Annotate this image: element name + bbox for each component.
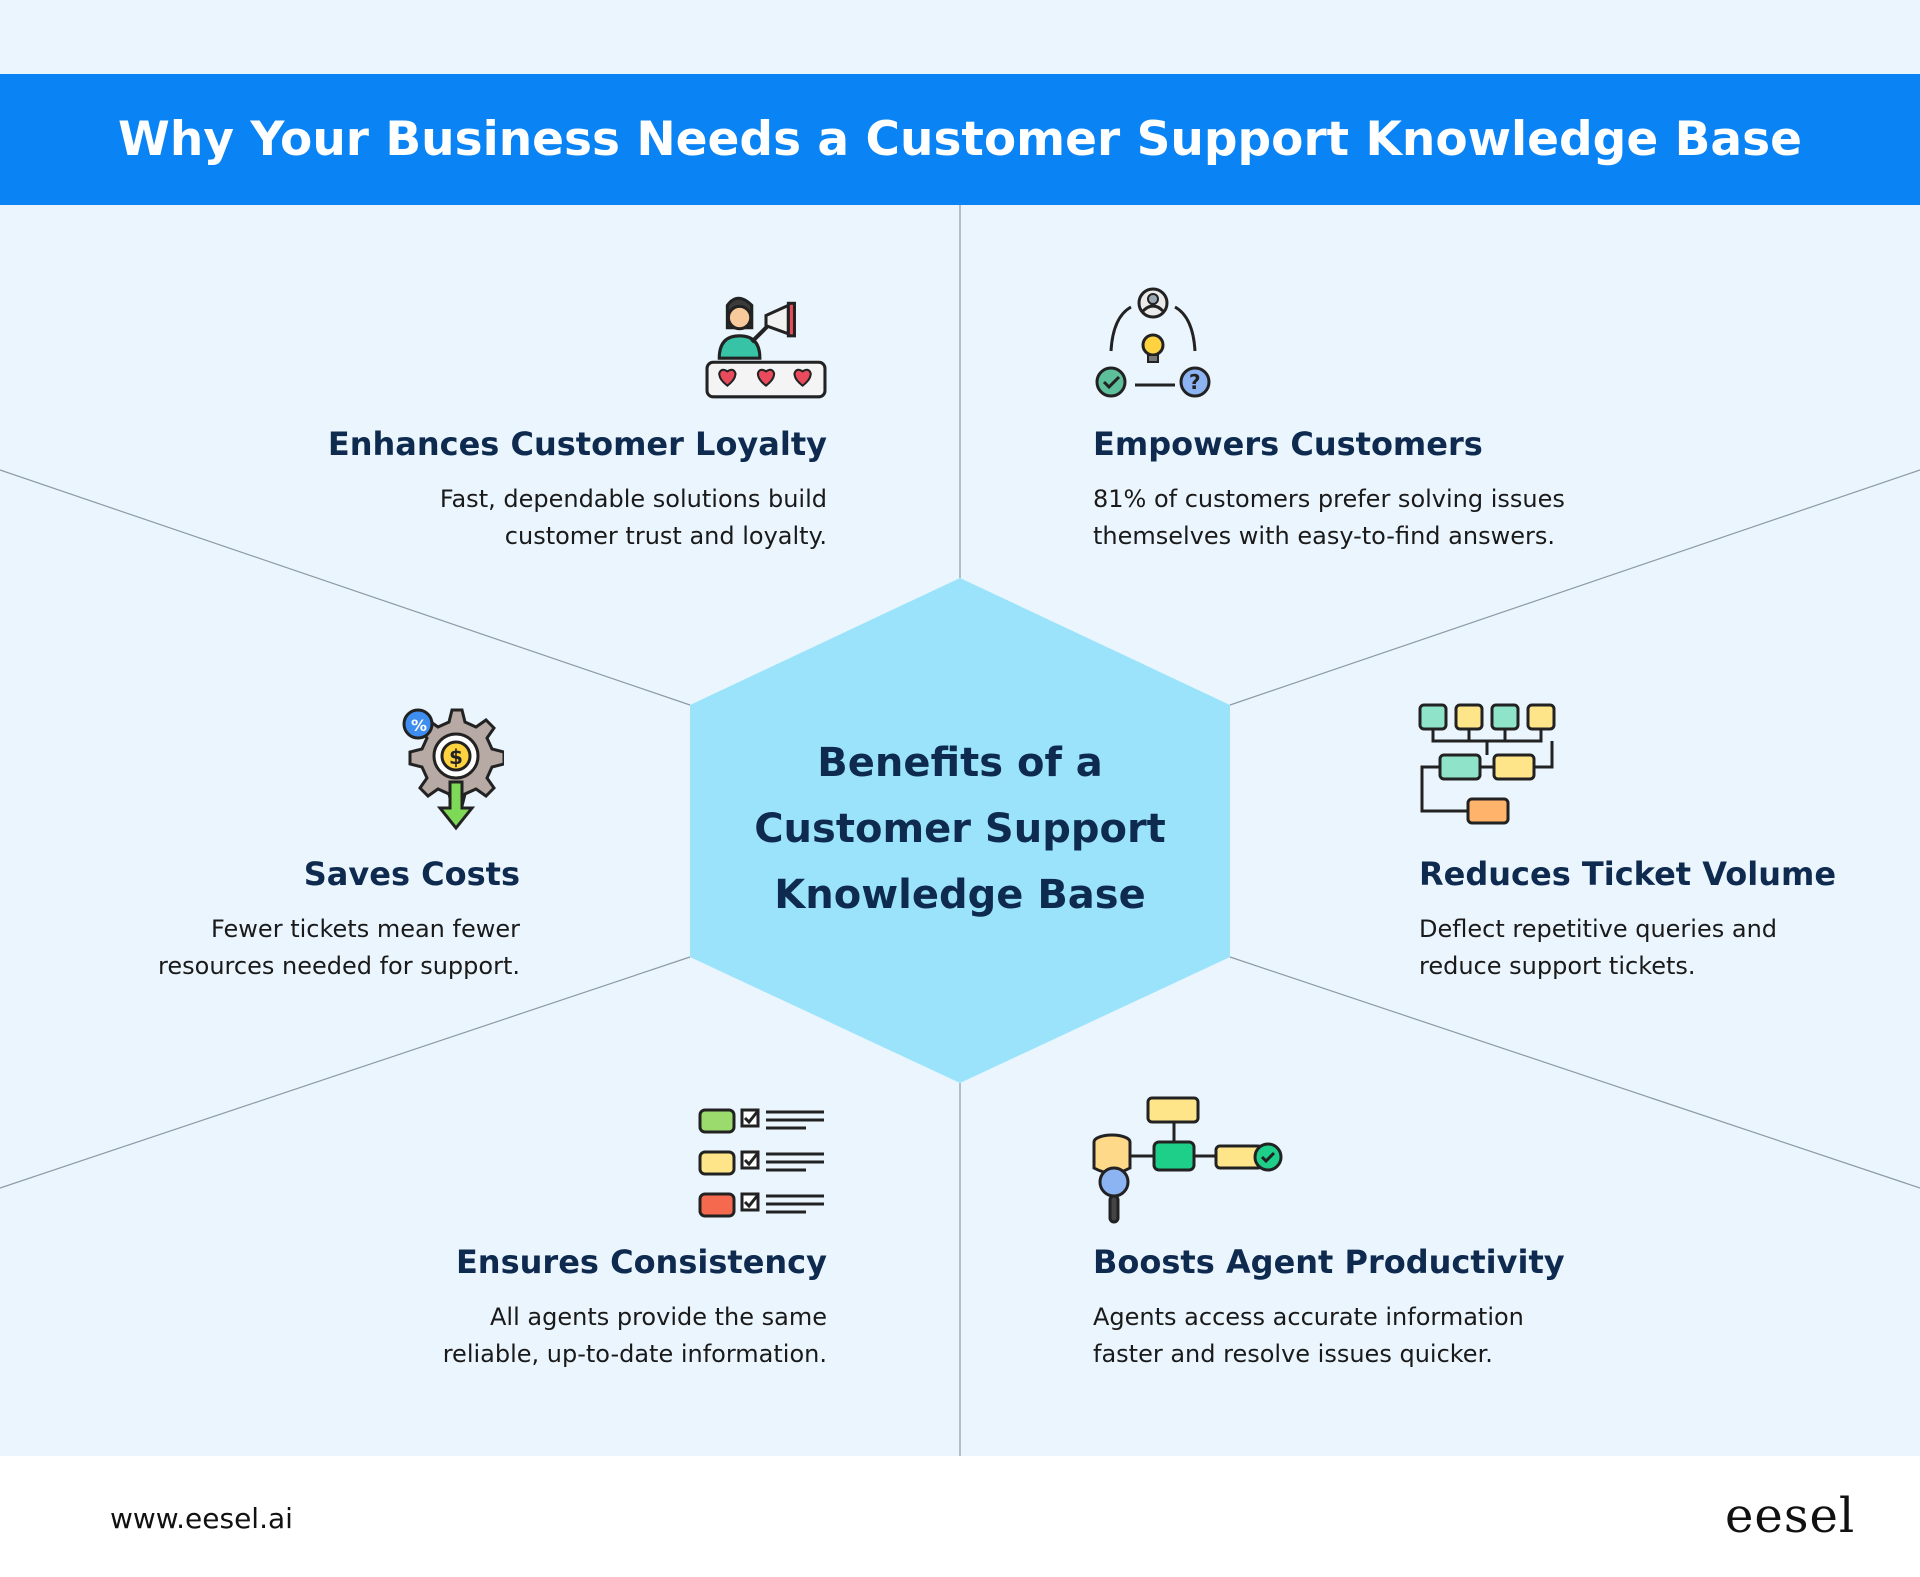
benefit-line: faster and resolve issues quicker. [1093, 1340, 1493, 1368]
benefit-title: Enhances Customer Loyalty [327, 425, 827, 463]
benefit-title: Saves Costs [303, 855, 520, 893]
benefit-description: 81% of customers prefer solving issues th… [1093, 481, 1613, 555]
database-bot-flow-icon [1092, 1096, 1283, 1224]
benefit-description: Fewer tickets mean fewer resources needed… [0, 911, 520, 985]
center-hexagon [690, 578, 1230, 1083]
divider-line-upper-right [1229, 469, 1920, 706]
svg-text:?: ? [1189, 370, 1201, 394]
benefit-reduces-ticket-volume: Reduces Ticket Volume Deflect repetitive… [1419, 855, 1920, 985]
checklist-bots-icon [698, 1108, 824, 1218]
benefit-description: Fast, dependable solutions build customer… [307, 481, 827, 555]
benefit-saves-costs: Saves Costs Fewer tickets mean fewer reso… [0, 855, 520, 985]
benefit-ensures-consistency: Ensures Consistency All agents provide t… [307, 1243, 827, 1373]
benefit-line: reliable, up-to-date information. [442, 1340, 827, 1368]
ticket-flow-icon [1418, 703, 1556, 825]
divider-line-upper-left [0, 469, 691, 706]
divider-line-lower-left [0, 956, 691, 1189]
benefit-line: All agents provide the same [490, 1303, 827, 1331]
benefit-description: Agents access accurate information faster… [1093, 1299, 1613, 1373]
benefit-title: Ensures Consistency [455, 1243, 827, 1281]
svg-text:$: $ [449, 745, 463, 769]
benefit-description: All agents provide the same reliable, up-… [307, 1299, 827, 1373]
divider-line-lower-right [1229, 956, 1920, 1189]
benefit-line: Fewer tickets mean fewer [211, 915, 520, 943]
center-line-2: Customer Support [754, 806, 1166, 852]
svg-text:%: % [411, 716, 427, 735]
benefit-line: Deflect repetitive queries and [1419, 915, 1778, 943]
center-label: Benefits of a Customer Support Knowledge… [690, 730, 1230, 928]
benefit-title: Reduces Ticket Volume [1419, 855, 1837, 893]
benefit-line: themselves with easy-to-find answers. [1093, 522, 1555, 550]
benefit-line: customer trust and loyalty. [504, 522, 827, 550]
benefit-enhances-loyalty: Enhances Customer Loyalty Fast, dependab… [307, 425, 827, 555]
eesel-logo: eesel [1725, 1488, 1856, 1544]
benefit-boosts-productivity: Boosts Agent Productivity Agents access … [1093, 1243, 1613, 1373]
benefit-line: resources needed for support. [158, 952, 520, 980]
benefit-line: Agents access accurate information [1093, 1303, 1524, 1331]
benefit-line: 81% of customers prefer solving issues [1093, 485, 1565, 513]
self-service-cycle-icon: ? [1095, 287, 1211, 398]
benefit-title: Boosts Agent Productivity [1093, 1243, 1565, 1281]
page-title: Why Your Business Needs a Customer Suppo… [118, 112, 1802, 167]
footer-url: www.eesel.ai [110, 1502, 293, 1535]
center-line-1: Benefits of a [817, 740, 1103, 786]
center-line-3: Knowledge Base [774, 872, 1146, 918]
megaphone-person-hearts-icon [705, 296, 827, 399]
benefit-empowers-customers: Empowers Customers 81% of customers pref… [1093, 425, 1613, 555]
benefit-line: Fast, dependable solutions build [439, 485, 827, 513]
gear-dollar-down-icon: $ % [402, 708, 504, 831]
benefit-title: Empowers Customers [1093, 425, 1483, 463]
benefit-description: Deflect repetitive queries and reduce sup… [1419, 911, 1920, 985]
title-banner: Why Your Business Needs a Customer Suppo… [0, 74, 1920, 205]
benefit-line: reduce support tickets. [1419, 952, 1696, 980]
